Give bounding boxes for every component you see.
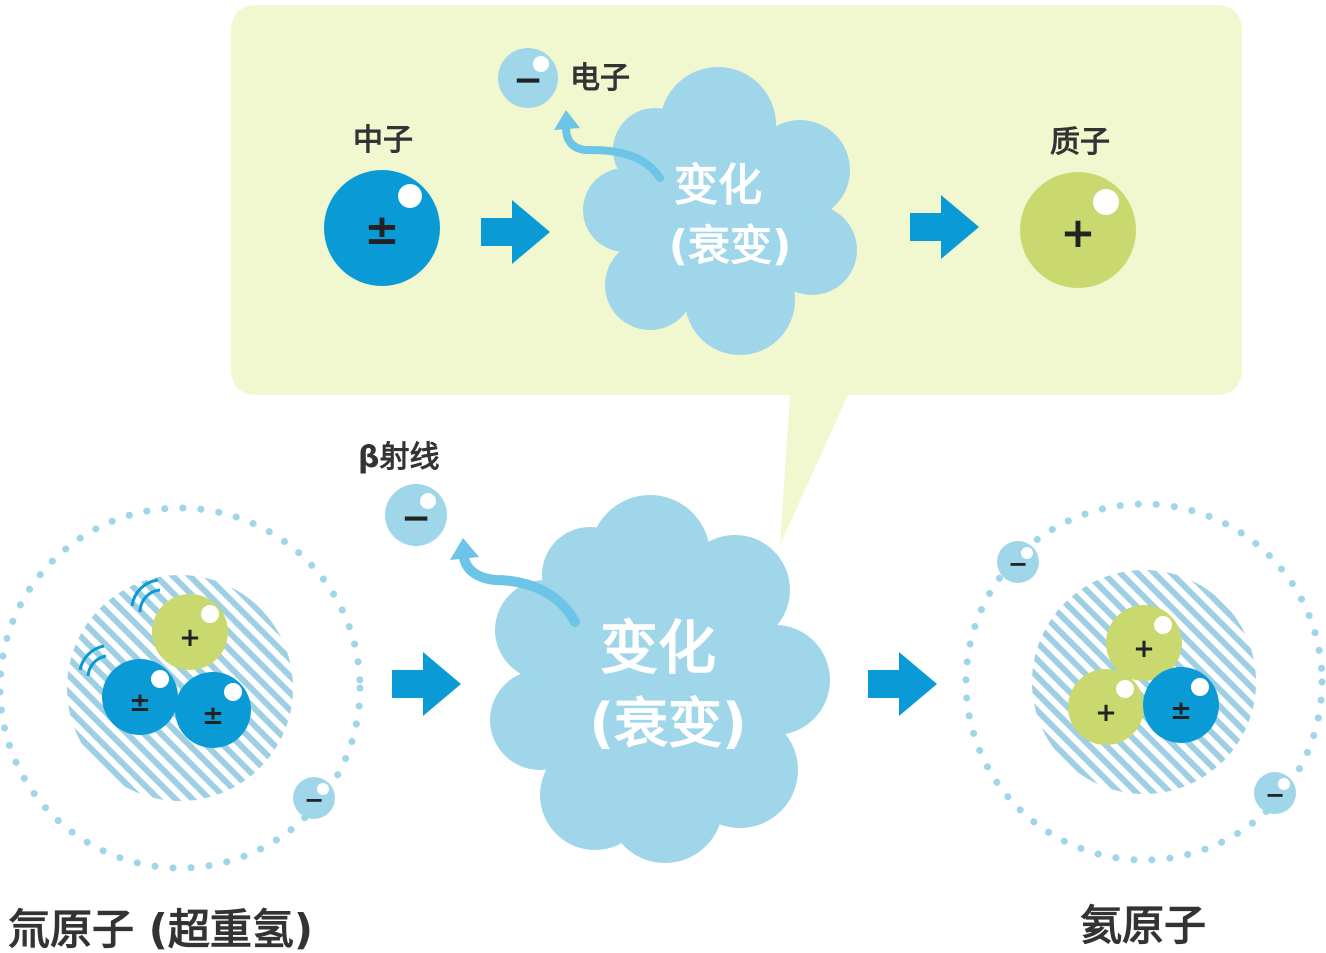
electron-label: 电子 <box>570 61 630 96</box>
beta-label: β射线 <box>358 440 439 475</box>
right-arrow-icon <box>868 652 937 716</box>
helium-neutron-symbol: ± <box>1170 696 1192 726</box>
top-cloud-line2: (衰变) <box>669 221 791 270</box>
proton-label: 质子 <box>1050 125 1110 160</box>
neutron-icon: ± <box>102 659 178 735</box>
proton-icon: + <box>1020 172 1136 288</box>
tritium-neutron1-symbol: ± <box>129 688 151 718</box>
electron-icon: − <box>293 777 335 819</box>
electron-icon: − <box>498 48 558 108</box>
helium-label: 氦原子 <box>1080 901 1206 950</box>
helium-electron2-symbol: − <box>1265 781 1285 809</box>
neutron-symbol: ± <box>364 205 399 254</box>
tritium-label: 氚原子 (超重氢) <box>8 905 313 953</box>
neutron-label: 中子 <box>353 123 413 158</box>
neutron-icon: ± <box>324 170 440 286</box>
electron-icon: − <box>385 484 447 546</box>
nucleus-zone <box>1032 570 1256 794</box>
top-cloud-line1: 变化 <box>674 160 762 211</box>
tritium-proton-symbol: + <box>179 623 201 653</box>
neutron-icon: ± <box>1143 667 1219 743</box>
proton-symbol: + <box>1060 208 1095 257</box>
electron-icon: − <box>1254 772 1296 814</box>
top-electron-symbol: − <box>513 60 543 101</box>
helium-atom: + + ± − − <box>966 504 1322 860</box>
proton-icon: + <box>152 594 228 670</box>
helium-proton1-symbol: + <box>1133 634 1155 664</box>
tritium-atom: + ± ± − <box>0 508 360 868</box>
bottom-cloud-line2: (衰变) <box>589 692 746 755</box>
electron-icon: − <box>997 541 1039 583</box>
bottom-cloud-line1: 变化 <box>600 614 716 682</box>
tritium-neutron2-symbol: ± <box>202 701 224 731</box>
helium-electron1-symbol: − <box>1008 550 1028 578</box>
right-arrow-icon <box>392 652 461 716</box>
proton-icon: + <box>1068 669 1144 745</box>
neutron-icon: ± <box>175 672 251 748</box>
beta-symbol: − <box>401 498 431 539</box>
helium-proton2-symbol: + <box>1095 698 1117 728</box>
tritium-electron-symbol: − <box>304 786 324 814</box>
